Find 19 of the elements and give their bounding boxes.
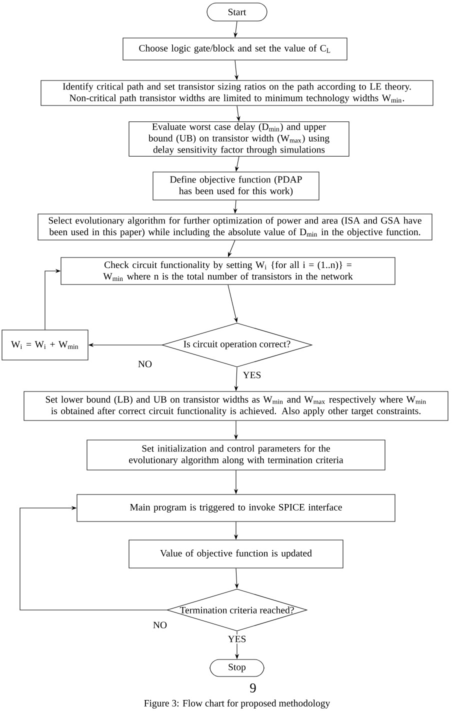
- edge-label: NO: [136, 359, 154, 369]
- process-box: Value of objective function is updated: [128, 540, 344, 568]
- process-box: Set initialization and control parameters for the evolutionary algorithm along with termination criteria: [86, 440, 386, 470]
- process-box: W$_{i}$ = W$_{i}$ + W$_{min}$: [2, 330, 88, 360]
- edge-label: YES: [241, 370, 263, 380]
- process-box: Identify critical path and set transistor sizing ratios on the path according to LE theory. Non-critical path transistor widths are limited to minimum technology widths W$_{min}$.: [40, 80, 434, 106]
- terminal-box: Start: [206, 2, 268, 22]
- edge-label: YES: [226, 634, 248, 644]
- edge-label: NO: [152, 620, 168, 630]
- process-box: Define objective function (PDAP has been used for this work): [152, 172, 320, 200]
- caption: Figure 3: Flow chart for proposed methodology: [144, 700, 330, 708]
- process-box: Choose logic gate/block and set the value of C$_{L}$: [122, 38, 348, 60]
- process-box: Select evolutionary algorithm for further optimization of power and area (ISA and GSA have been used in this paper) while including the absolute value of D$_{min}$ in the objective function.: [38, 214, 432, 240]
- process-box: Check circuit functionality by setting W$_{i}$ {for all i = (1..n)} = W$_{min}$ where n is the total number of transistors in the network: [60, 257, 396, 285]
- process-box: Set lower bound (LB) and UB on transistor widths as W$_{min}$ and W$_{max}$ respectively where W$_{min}$ is obtained after correct circuit functionality is achieved. Also apply other target constraints.: [24, 391, 448, 421]
- process-box: Main program is triggered to invoke SPICE interface: [76, 494, 396, 522]
- process-box: Evaluate worst case delay (D$_{min}$) and upper bound (UB) on transistor width (W$_{max}$) using delay sensitivity factor through simulations: [128, 122, 350, 156]
- arrow: [20, 506, 167, 610]
- terminal-box: Stop: [210, 659, 264, 677]
